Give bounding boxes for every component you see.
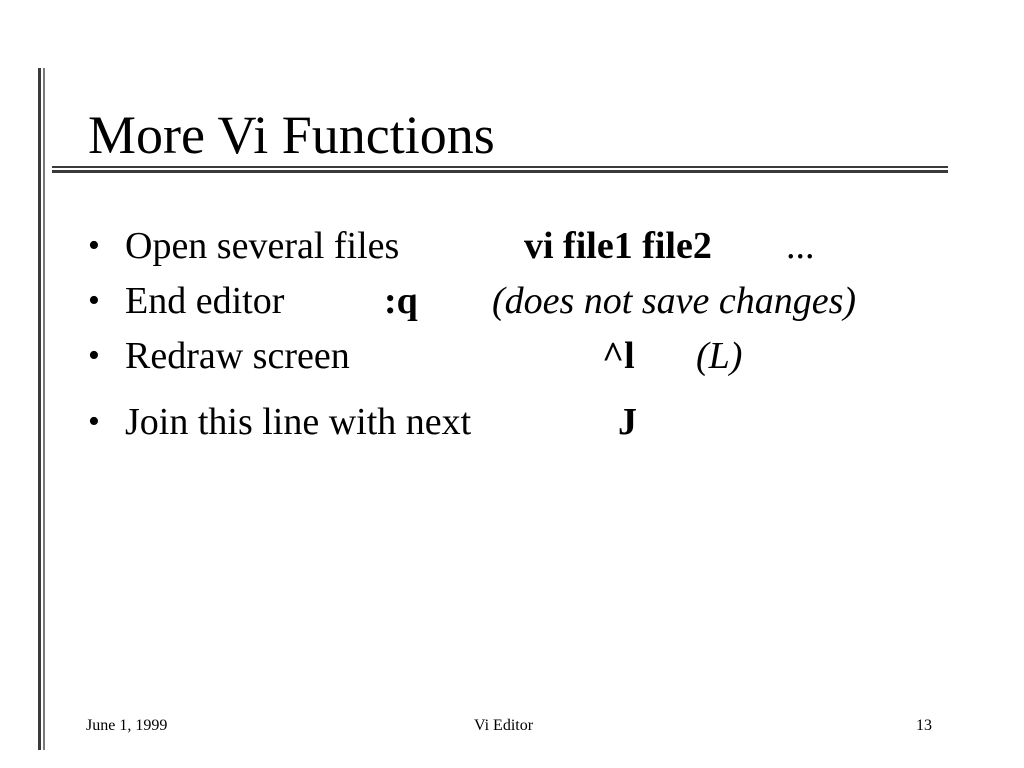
bullet-item-join-line: • Join this line with next J xyxy=(88,400,668,444)
left-vertical-rule xyxy=(38,68,48,750)
bullet-label: Join this line with next xyxy=(125,401,472,443)
bullet-command: vi file1 file2 xyxy=(524,225,712,267)
footer-topic: Vi Editor xyxy=(474,717,534,734)
bullet-icon: • xyxy=(88,282,100,319)
title-underline-rule xyxy=(52,166,948,176)
footer-page-number: 13 xyxy=(916,717,932,734)
bullet-icon: • xyxy=(88,227,100,264)
bullet-icon: • xyxy=(88,403,100,440)
bullet-label: Open several files xyxy=(125,225,400,267)
bullet-command: ^l xyxy=(602,335,635,377)
bullet-note: (L) xyxy=(696,335,743,377)
bullet-label: Redraw screen xyxy=(125,335,350,377)
left-rule-bar-inner xyxy=(43,68,45,750)
bullet-icon: • xyxy=(88,337,100,374)
bullet-command: J xyxy=(618,401,637,443)
bullet-label: End editor xyxy=(125,280,285,322)
bullet-command: :q xyxy=(384,280,418,322)
bullet-item-redraw-screen: • Redraw screen ^l (L) xyxy=(88,334,768,378)
slide-title: More Vi Functions xyxy=(88,105,495,165)
bullet-item-end-editor: • End editor :q (does not save changes) xyxy=(88,279,938,323)
bullet-suffix: ... xyxy=(786,225,815,267)
left-rule-bar-outer xyxy=(38,68,41,750)
footer-date: June 1, 1999 xyxy=(86,717,168,734)
title-rule-line-thick xyxy=(52,170,948,173)
bullet-item-open-files: • Open several files vi file1 file2 ... xyxy=(88,224,848,268)
title-rule-line-thin xyxy=(52,166,948,168)
bullet-note: (does not save changes) xyxy=(492,280,857,322)
